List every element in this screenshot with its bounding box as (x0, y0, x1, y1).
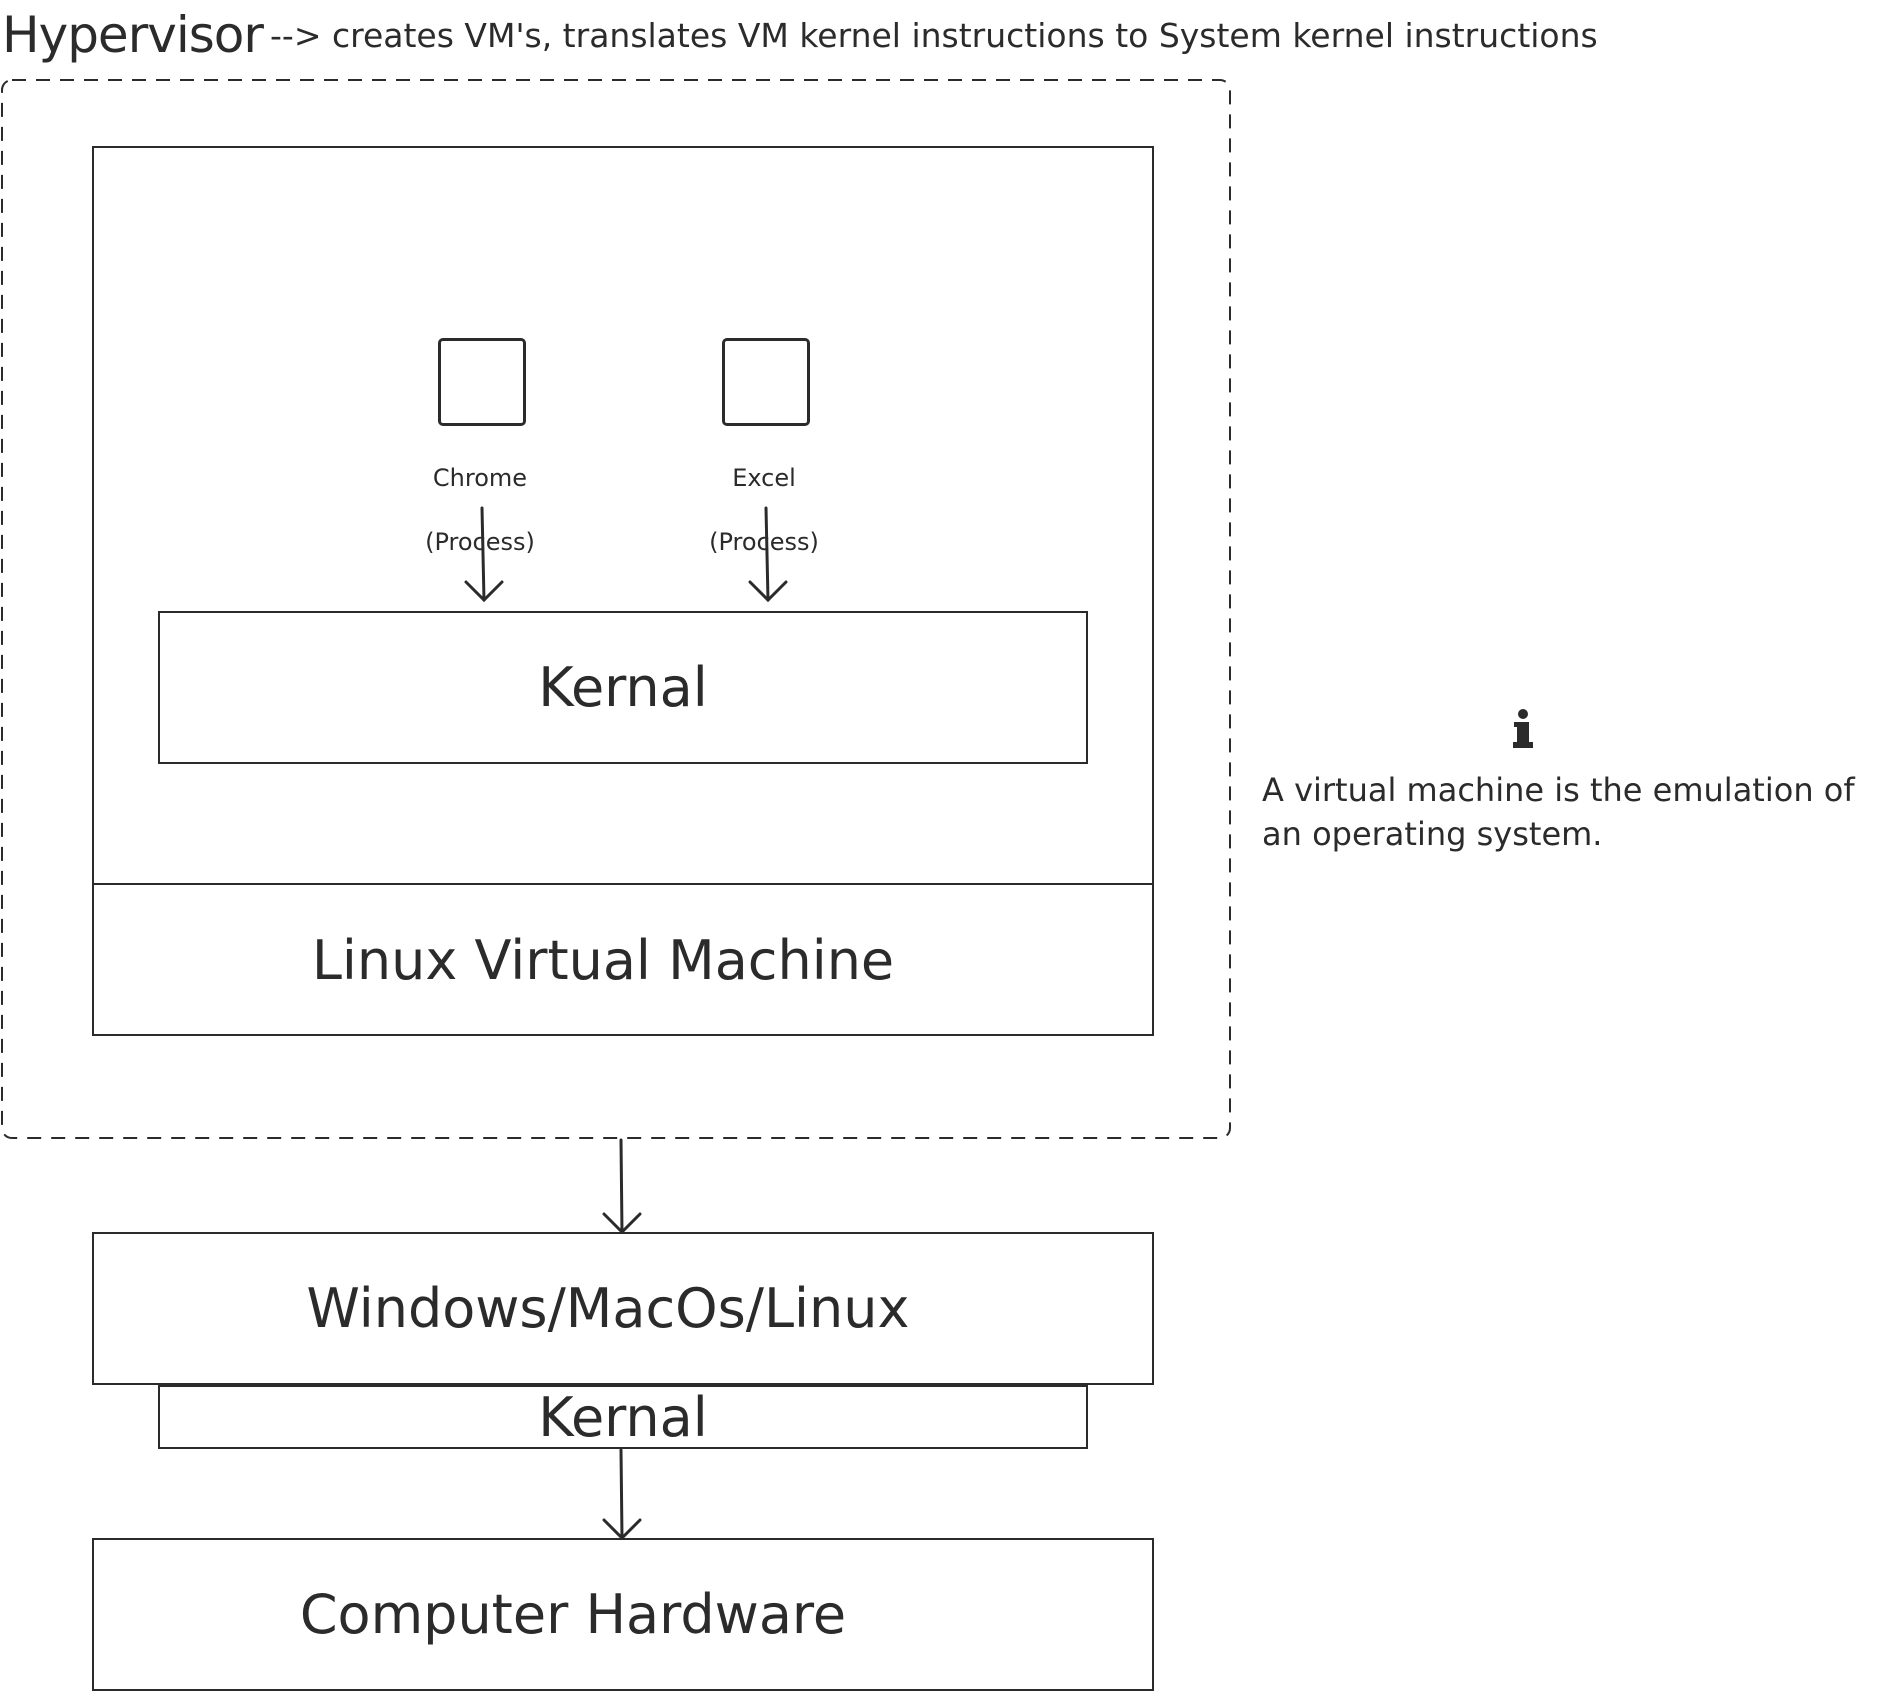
diagram-description: --> creates VM's, translates VM kernel i… (270, 16, 1598, 55)
arrow-hypervisor-to-os (602, 1138, 642, 1235)
info-icon (1513, 709, 1533, 748)
chrome-process-type: (Process) (425, 528, 535, 556)
excel-process-type: (Process) (709, 528, 819, 556)
chrome-process-name: Chrome (432, 464, 528, 492)
arrow-kernel-to-hardware (602, 1448, 642, 1541)
chrome-process-label: Chrome (Process) (380, 430, 580, 590)
hardware-label: Computer Hardware (299, 1583, 847, 1646)
arrow-excel-to-kernel (748, 506, 788, 603)
hypervisor-boundary (1, 79, 1231, 1139)
host-kernel-label: Kernal (538, 1385, 708, 1449)
diagram-title: Hypervisor (2, 6, 264, 64)
host-kernel-box: Kernal (158, 1385, 1088, 1449)
excel-process-icon (722, 338, 810, 426)
arrow-chrome-to-kernel (464, 506, 504, 603)
vm-label-area: Linux Virtual Machine (92, 885, 1154, 1036)
excel-process-name: Excel (732, 464, 796, 492)
vm-machine-label: Linux Virtual Machine (311, 929, 895, 992)
host-os-label: Windows/MacOs/Linux (306, 1277, 910, 1340)
vm-kernel-label: Kernal (538, 656, 708, 719)
host-os-box: Windows/MacOs/Linux (92, 1232, 1154, 1385)
vm-kernel-box: Kernal (158, 611, 1088, 764)
vm-container (92, 146, 1154, 1036)
hardware-box: Computer Hardware (92, 1538, 1154, 1691)
excel-process-label: Excel (Process) (664, 430, 864, 590)
note-text: A virtual machine is the emulation of an… (1262, 771, 1855, 853)
vm-divider (92, 883, 1154, 885)
chrome-process-icon (438, 338, 526, 426)
